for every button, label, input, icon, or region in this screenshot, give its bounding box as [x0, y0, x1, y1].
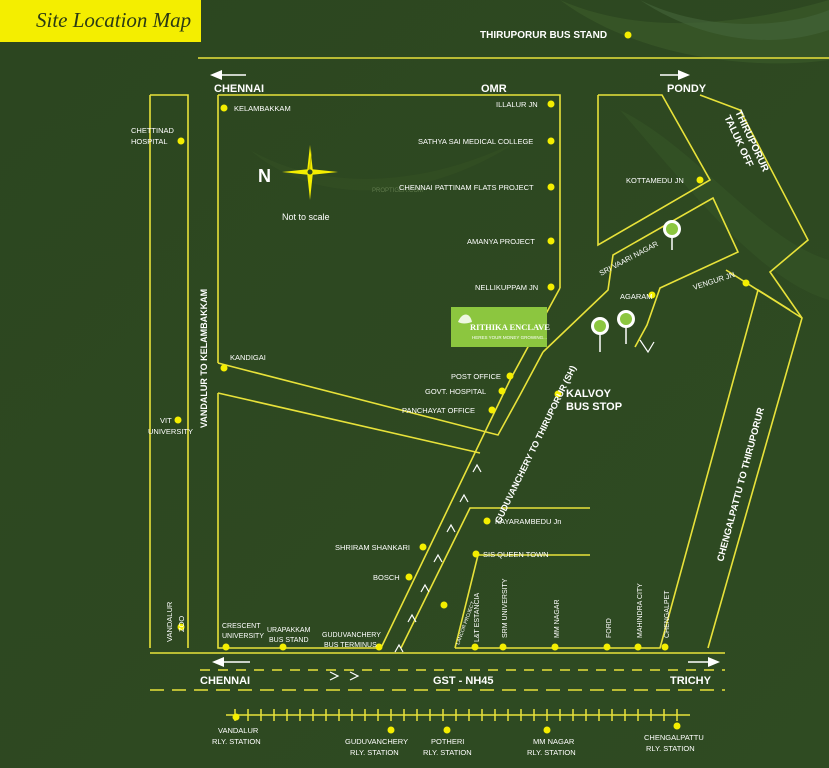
station-guduvanchery-2: RLY. STATION [350, 748, 399, 757]
landmark-shriram: SHRIRAM SHANKARI [335, 543, 410, 552]
landmark-panchayat: PANCHAYAT OFFICE [402, 406, 475, 415]
route-arrows [329, 339, 655, 681]
landmark-kandigai: KANDIGAI [230, 353, 266, 362]
direction-pondy: PONDY [667, 83, 707, 95]
landmark-agaram: AGARAM [620, 292, 653, 301]
landmark-lt-estancia: L&T ESTANCIA [474, 593, 481, 642]
compass-star-icon [282, 145, 338, 200]
direction-chennai-top: CHENNAI [214, 83, 264, 95]
station-chengalpattu: CHENGALPATTU [644, 733, 704, 742]
landmark-kottamedu: KOTTAMEDU JN [626, 176, 684, 185]
gst-road-label: GST - NH45 [433, 675, 494, 687]
landmark-chettinad: CHETTINAD [131, 126, 175, 135]
landmark-vit: VIT [160, 416, 172, 425]
project-pin-icon[interactable] [617, 310, 635, 344]
landmark-srm: SRM UNIVERSITY [502, 578, 509, 638]
direction-trichy: TRICHY [670, 675, 712, 687]
landmark-amanya: AMANYA PROJECT [467, 237, 535, 246]
project-badge[interactable] [451, 307, 547, 347]
landmark-urapakkam-2: BUS STAND [269, 637, 309, 644]
landmark-kayarambedu: KAYARAMBEDU Jn [495, 517, 561, 526]
landmark-nellikuppam: NELLIKUPPAM JN [475, 283, 538, 292]
landmark-bus-stand: THIRUPORUR BUS STAND [480, 30, 607, 41]
station-potheri: POTHERI [431, 737, 464, 746]
station-chengalpattu-2: RLY. STATION [646, 744, 695, 753]
project-pin-icon[interactable] [663, 220, 681, 250]
project-pin-icon[interactable] [591, 317, 609, 352]
title-banner: Site Location Map [0, 0, 201, 42]
landmark-sathya-sai: SATHYA SAI MEDICAL COLLEGE [418, 137, 533, 146]
landmark-kelambakkam: KELAMBAKKAM [234, 104, 291, 113]
railway-ties [234, 709, 678, 721]
landmark-mahindra: MAHINDRA CITY [637, 583, 644, 638]
landmark-chengalpet: CHENGALPET [664, 590, 671, 638]
landmark-crescent-2: UNIVERSITY [222, 633, 264, 640]
landmark-kalvoy: KALVOY [566, 388, 612, 400]
leaf-decoration [560, 0, 829, 64]
arrow-left-icon [212, 657, 224, 667]
landmark-pattinam: CHENNAI PATTINAM FLATS PROJECT [399, 183, 534, 192]
direction-arrows [210, 70, 720, 667]
road-vandalur-kelambakkam: VANDALUR TO KELAMBAKKAM [199, 289, 209, 428]
station-vandalur: VANDALUR [218, 726, 259, 735]
vandalur-road-left [150, 94, 189, 648]
landmark-crescent: CRESCENT [222, 623, 261, 630]
station-mm-nagar: MM NAGAR [533, 737, 575, 746]
landmark-zoo-2: ZOO [177, 616, 186, 632]
landmark-gudu-terminus-2: BUS TERMINUS [324, 642, 377, 649]
landmark-ford: FORD [606, 618, 613, 638]
landmark-bosch: BOSCH [373, 573, 400, 582]
leaf-decoration [250, 140, 520, 191]
watermark: PROPTIGER.COM [372, 188, 423, 194]
leaf-decoration [640, 0, 829, 40]
station-guduvanchery: GUDUVANCHERY [345, 737, 408, 746]
landmark-govt-hospital: GOVT. HOSPITAL [425, 387, 486, 396]
landmark-zoo: VANDALUR [165, 601, 174, 642]
landmark-urapakkam: URAPAKKAM [267, 627, 311, 634]
landmark-illalur: ILLALUR JN [496, 100, 538, 109]
landmark-gudu-terminus: GUDUVANCHERY [322, 632, 381, 639]
compass-letter: N [258, 166, 271, 186]
leaf-logo-icon [458, 314, 472, 324]
arrow-right-icon [678, 70, 690, 80]
project-name: RITHIKA ENCLAVE [470, 322, 550, 332]
direction-chennai-bottom: CHENNAI [200, 675, 250, 687]
station-potheri-2: RLY. STATION [423, 748, 472, 757]
station-vandalur-2: RLY. STATION [212, 737, 261, 746]
project-tagline: HERES YOUR MONEY GROWING... [472, 335, 547, 340]
scale-note: Not to scale [282, 212, 330, 222]
landmark-vit-2: UNIVERSITY [148, 427, 193, 436]
page-title: Site Location Map [36, 8, 192, 32]
landmark-dots [174, 31, 750, 734]
landmark-mm-nagar: MM NAGAR [554, 600, 561, 639]
arrow-right-icon [708, 657, 720, 667]
arrow-left-icon [210, 70, 222, 80]
leaf-decoration [620, 110, 829, 300]
station-mm-nagar-2: RLY. STATION [527, 748, 576, 757]
direction-omr: OMR [481, 83, 507, 95]
landmark-chettinad-2: HOSPITAL [131, 137, 168, 146]
landmark-sis-queen: SIS QUEEN TOWN [483, 550, 549, 559]
landmark-post-office: POST OFFICE [451, 372, 501, 381]
landmark-kalvoy-2: BUS STOP [566, 401, 622, 413]
